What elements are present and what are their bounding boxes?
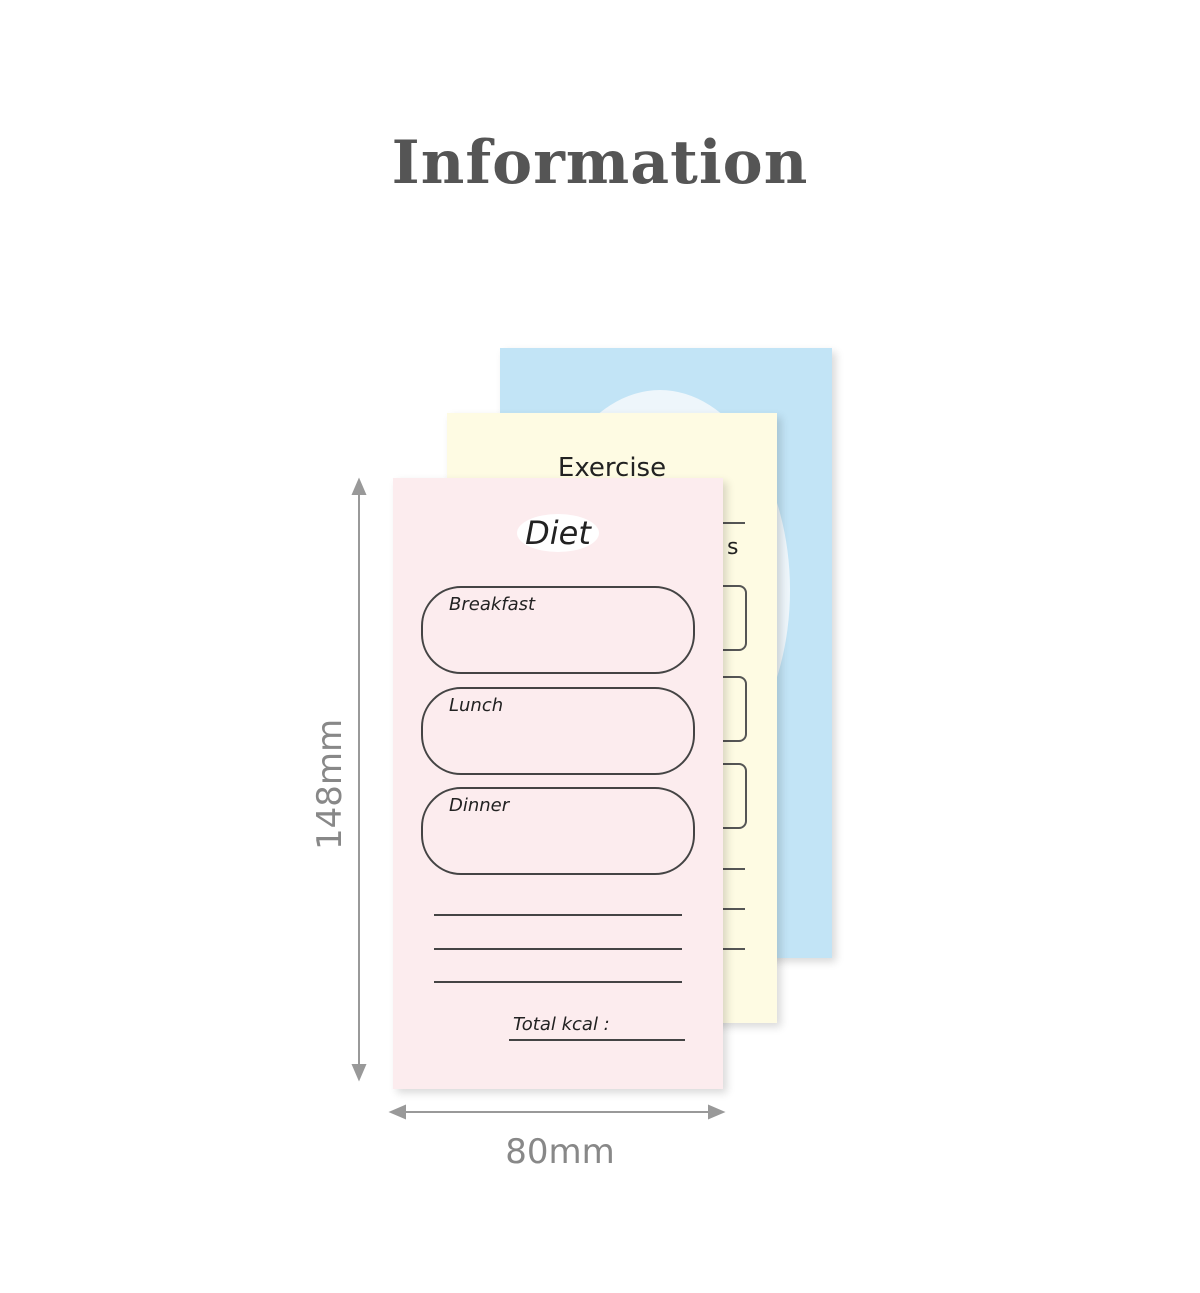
arrow-down-icon: [351, 1064, 367, 1082]
meal-label: Dinner: [449, 795, 510, 816]
page-title: Information: [391, 128, 809, 198]
diet-title: Diet: [393, 514, 723, 552]
total-kcal-line: [509, 1039, 685, 1041]
arrow-up-icon: [351, 477, 367, 495]
breakfast-box: Breakfast: [421, 586, 695, 674]
diet-notepad-card: Diet Breakfast Lunch Dinner Total kcal :: [393, 478, 723, 1089]
height-dimension-label: 148mm: [310, 718, 350, 850]
lunch-box: Lunch: [421, 687, 695, 775]
width-dimension-label: 80mm: [505, 1132, 615, 1172]
meal-label: Lunch: [449, 695, 504, 716]
arrow-left-icon: [388, 1104, 406, 1120]
total-kcal-label: Total kcal :: [513, 1014, 610, 1035]
line: [434, 914, 682, 916]
meal-label: Breakfast: [449, 594, 536, 615]
dinner-box: Dinner: [421, 787, 695, 875]
arrow-right-icon: [708, 1104, 726, 1120]
line: [434, 981, 682, 983]
line: [434, 948, 682, 950]
partial-label: s: [727, 535, 739, 560]
